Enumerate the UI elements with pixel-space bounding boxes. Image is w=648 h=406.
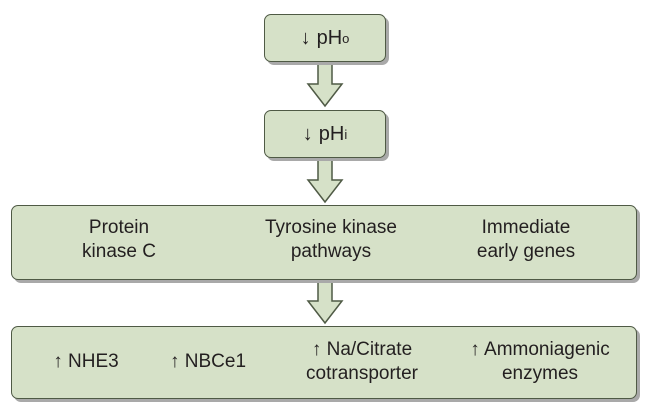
ph-subscript: i — [344, 126, 348, 142]
effect-na-citrate-cotransporter: ↑ Na/Citrate cotransporter — [306, 339, 418, 384]
effects-box: ↑ NHE3 ↑ NBCe1 ↑ Na/Citrate cotransporte… — [11, 326, 637, 399]
pathway-tyrosine-kinase: Tyrosine kinase pathways — [264, 217, 398, 262]
pathway-protein-kinase-c: Protein kinase C — [82, 217, 156, 262]
down-arrow-icon: ↓ — [300, 26, 311, 49]
signaling-pathways-box: Protein kinase C Tyrosine kinase pathway… — [11, 205, 637, 280]
ph-subscript: o — [342, 30, 350, 46]
arrow-top-to-mid — [306, 62, 344, 108]
arrow-mid-to-pathways — [306, 158, 344, 204]
pathway-immediate-early-genes: Immediate early genes — [476, 217, 576, 262]
arrow-pathways-to-effects — [306, 280, 344, 325]
effect-ammoniagenic-enzymes: ↑ Ammoniagenic enzymes — [470, 339, 610, 384]
effect-nhe3: ↑ NHE3 — [53, 351, 119, 372]
ph-label: pH — [316, 26, 343, 49]
down-arrow-icon: ↓ — [302, 122, 313, 145]
ph-label: pH — [318, 122, 345, 145]
effect-nbce1: ↑ NBCe1 — [169, 351, 247, 372]
